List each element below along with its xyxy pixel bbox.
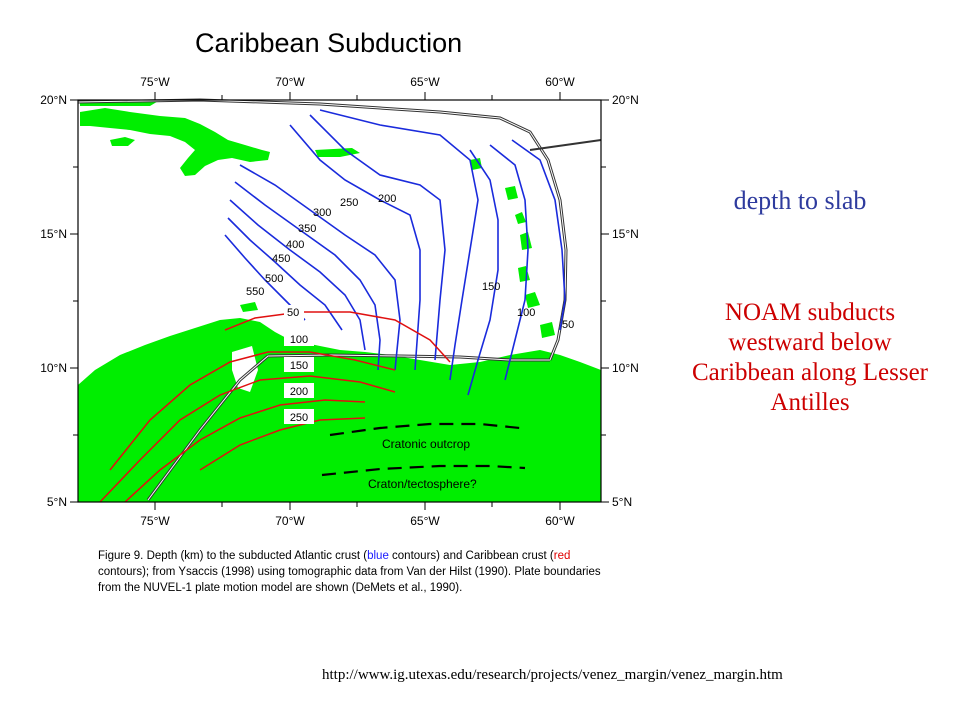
red-contour-200 [124, 399, 366, 503]
blue-label-150: 150 [482, 281, 500, 293]
lon-top-labels: 75°W 70°W 65°W 60°W [140, 75, 575, 89]
cratonic-outcrop-label: Cratonic outcrop [382, 437, 470, 451]
land-antilles-3 [515, 212, 526, 224]
blue-label-50: 50 [562, 319, 574, 331]
boundary-ne [529, 139, 602, 151]
blue-label-100: 100 [517, 307, 535, 319]
land-jamaica [110, 137, 135, 146]
lon-bottom-label: 70°W [275, 514, 305, 528]
blue-contour-400 [234, 181, 381, 371]
craton-tectosphere-line [321, 464, 526, 477]
blue-label-350: 350 [298, 223, 316, 235]
lon-bottom-label: 60°W [545, 514, 575, 528]
land-antilles-2 [505, 186, 518, 200]
cratonic-outcrop-line [329, 422, 521, 437]
red-contour-50 [224, 311, 451, 363]
blue-label-50-south: 50 [287, 307, 299, 319]
craton-tectosphere-label: Craton/tectosphere? [368, 477, 477, 491]
lon-bottom-label: 65°W [410, 514, 440, 528]
red-label-100: 100 [290, 334, 308, 346]
blue-label-450: 450 [272, 253, 290, 265]
noam-subducts-text: NOAM subducts westward below Caribbean a… [691, 299, 929, 416]
caption-blue-word: blue [367, 550, 389, 562]
map-title: Caribbean Subduction [195, 28, 463, 58]
lat-right-label: 10°N [612, 361, 639, 375]
red-contour-150 [99, 375, 396, 503]
land-hispaniola [80, 108, 270, 176]
blue-label-500: 500 [265, 273, 283, 285]
lon-top-label: 75°W [140, 75, 170, 89]
land-masses [78, 100, 601, 502]
land-puerto-rico [315, 148, 360, 157]
land-antilles-1 [470, 158, 482, 170]
lon-top-label: 65°W [410, 75, 440, 89]
lat-left-label: 20°N [40, 93, 67, 107]
lat-right-labels: 20°N 15°N 10°N 5°N [612, 93, 639, 509]
lon-bottom-labels: 75°W 70°W 65°W 60°W [140, 514, 575, 528]
red-label-200: 200 [290, 386, 308, 398]
blue-label-400: 400 [286, 239, 304, 251]
land-antilles-4 [520, 232, 532, 250]
lat-right-label: 20°N [612, 93, 639, 107]
caption-part3: contours); from Ysaccis (1998) using tom… [98, 566, 601, 594]
blue-contour-350 [239, 164, 401, 371]
boundary-south-inner [267, 354, 550, 361]
lat-left-label: 5°N [47, 495, 67, 509]
red-contour-100 [109, 351, 396, 471]
blue-contour-300 [289, 124, 421, 371]
blue-contour-50 [511, 139, 566, 331]
blue-label-550: 550 [246, 286, 264, 298]
blue-contour-labels: 50 100 150 200 250 300 350 400 450 500 5… [246, 193, 574, 331]
red-label-150: 150 [290, 360, 308, 372]
lat-left-label: 10°N [40, 361, 67, 375]
depth-to-slab-label: depth to slab [733, 186, 867, 215]
lon-top-label: 70°W [275, 75, 305, 89]
frame-ticks [70, 92, 609, 510]
red-contour-labels: 100 150 200 250 [290, 334, 308, 424]
lat-left-labels: 20°N 15°N 10°N 5°N [40, 93, 67, 509]
lat-right-label: 15°N [612, 227, 639, 241]
caption-red-word: red [553, 550, 571, 562]
lon-top-label: 60°W [545, 75, 575, 89]
lat-left-label: 15°N [40, 227, 67, 241]
red-contours [99, 311, 451, 503]
blue-contour-100 [489, 144, 529, 381]
caption-part1: Figure 9. Depth (km) to the subducted At… [98, 550, 368, 562]
blue-contour-500 [227, 217, 343, 331]
boundary-bocono-inner [147, 355, 269, 501]
red-label-boxes [284, 305, 314, 424]
blue-contour-150 [467, 149, 499, 396]
figure-caption: Figure 9. Depth (km) to the subducted At… [98, 548, 618, 596]
caption-part2: contours) and Caribbean crust ( [388, 550, 554, 562]
blue-contour-200 [319, 109, 479, 381]
lon-bottom-label: 75°W [140, 514, 170, 528]
blue-label-300: 300 [313, 207, 331, 219]
land-antilles-7 [540, 322, 555, 338]
craton-lines [321, 422, 526, 477]
red-contour-250 [199, 417, 366, 471]
blue-label-250: 250 [340, 197, 358, 209]
blue-contour-450 [229, 199, 366, 351]
land-antilles-6 [525, 292, 540, 308]
land-aruba [240, 302, 258, 312]
lat-right-label: 5°N [612, 495, 632, 509]
land-south-america [78, 318, 601, 502]
blue-label-200: 200 [378, 193, 396, 205]
source-url[interactable]: http://www.ig.utexas.edu/research/projec… [322, 667, 783, 683]
blue-contour-250 [309, 114, 446, 361]
red-label-250: 250 [290, 412, 308, 424]
